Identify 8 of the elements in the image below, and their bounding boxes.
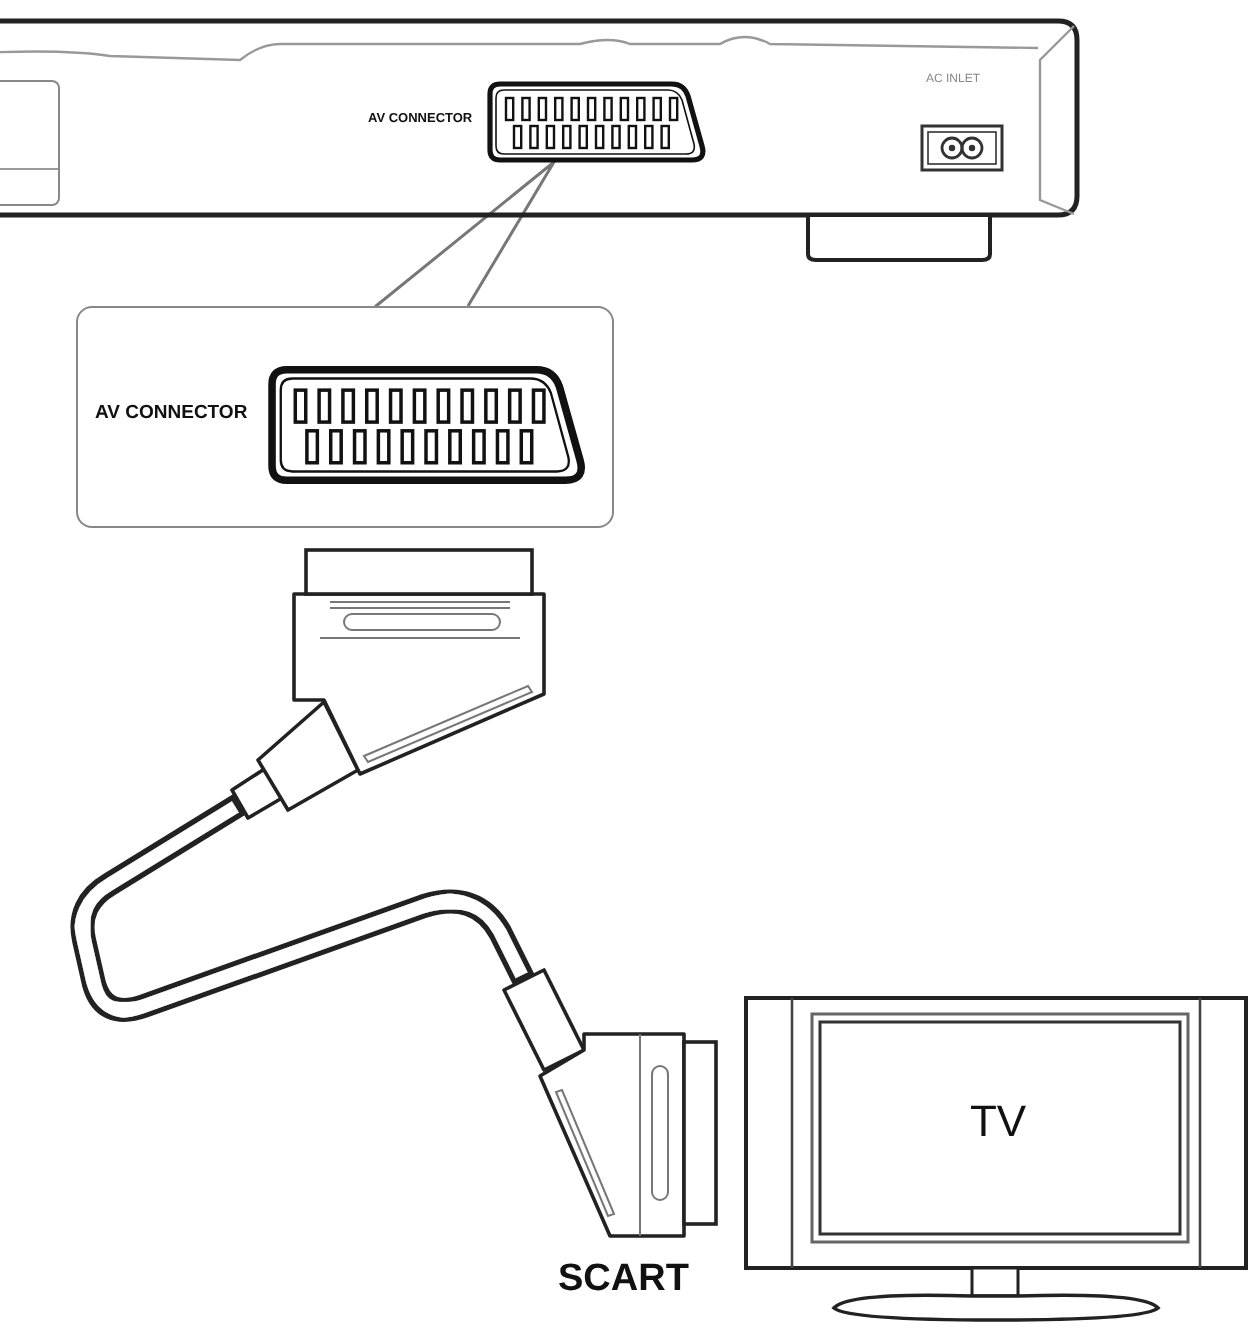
cable-label: SCART [558,1260,689,1298]
connector-label: AV CONNECTOR [95,403,248,422]
scart-socket-drawing [486,80,706,164]
callout-box [76,306,614,528]
power-inlet-drawing [920,124,1004,172]
scart-plug-drawing [228,544,552,824]
scart-socket-drawing [265,363,585,485]
callout-leader [374,160,556,308]
